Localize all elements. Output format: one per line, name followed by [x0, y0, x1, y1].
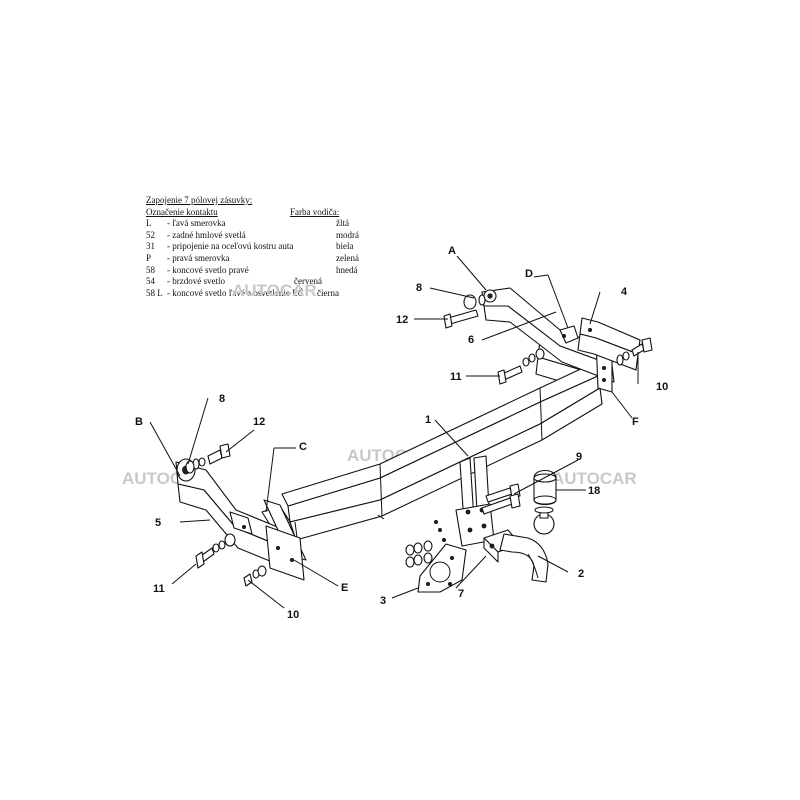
label-11-right: 11	[450, 371, 462, 383]
legend-color: biela	[336, 241, 354, 252]
legend-desc: - pripojenie na oceľovú kostru auta	[167, 241, 294, 252]
legend-color: červená	[294, 276, 322, 287]
legend-code: 58	[146, 264, 155, 275]
label-9: 9	[576, 451, 582, 463]
label-a: A	[448, 245, 456, 257]
label-b: B	[135, 416, 143, 428]
legend-code: 31	[146, 241, 155, 252]
legend-row: 54 - brzdové svetlo červená	[146, 276, 386, 288]
label-5: 5	[155, 517, 161, 529]
long-bolts	[481, 483, 521, 515]
legend-color: modrá	[336, 229, 359, 240]
label-4: 4	[621, 286, 628, 298]
label-c: C	[299, 441, 307, 453]
left-side-bracket	[175, 458, 307, 581]
tow-ball-assembly	[483, 506, 555, 583]
label-d: D	[525, 268, 533, 280]
label-3: 3	[380, 595, 386, 607]
label-e: E	[341, 582, 348, 594]
fasteners-center	[405, 520, 446, 568]
legend-row: L - ľavá smerovka žltá	[146, 218, 386, 230]
legend-row: 58 - koncové svetlo pravé hnedá	[146, 265, 386, 277]
legend-color: žltá	[336, 218, 349, 229]
label-8-right: 8	[416, 282, 422, 294]
legend-row: 31 - pripojenie na oceľovú kostru auta bie…	[146, 241, 386, 253]
label-10-right: 10	[656, 381, 668, 393]
label-f: F	[632, 416, 639, 428]
legend-code: 58 L	[146, 287, 163, 298]
legend-row: 52 - zadné hmlové svetlá modrá	[146, 230, 386, 242]
watermark-text: AUTOCAR	[232, 281, 317, 300]
label-7: 7	[458, 588, 464, 600]
label-11-left: 11	[153, 583, 165, 595]
label-12-right: 12	[396, 314, 408, 326]
label-6: 6	[468, 334, 474, 346]
legend-desc: - pravá smerovka	[167, 252, 230, 263]
label-10-left: 10	[287, 609, 299, 621]
fasteners-right-mid	[497, 348, 545, 385]
label-8-left: 8	[219, 393, 225, 405]
socket-plate	[417, 543, 467, 593]
legend-desc: - koncové svetlo ľavé a osvetlenie EČ	[167, 287, 304, 298]
legend-title: Zapojenie 7 pólovej zásuvky:	[146, 195, 253, 205]
legend-desc: - zadné hmlové svetlá	[167, 229, 246, 240]
label-1: 1	[425, 414, 431, 426]
label-18: 18	[588, 485, 600, 497]
legend-color: hnedá	[336, 264, 358, 275]
label-12-left: 12	[253, 416, 265, 428]
legend-row: P - pravá smerovka zelená	[146, 253, 386, 265]
legend-color: čierna	[317, 287, 339, 298]
fasteners-left-bottom	[195, 533, 236, 569]
fasteners-right-top	[443, 294, 486, 329]
leader-lines	[149, 255, 639, 609]
label-2: 2	[578, 568, 584, 580]
ball-cap	[533, 469, 557, 506]
legend-desc: - ľavá smerovka	[167, 218, 226, 229]
wiring-legend: Zapojenie 7 pólovej zásuvky: Označenie k…	[146, 195, 386, 299]
fasteners-left-lower	[243, 565, 267, 587]
legend-desc: - brzdové svetlo	[167, 276, 225, 287]
legend-row: 58 L - koncové svetlo ľavé a osvetlenie E…	[146, 288, 386, 300]
watermark-text: AUTOCAR	[552, 469, 637, 488]
legend-color: zelená	[336, 252, 359, 263]
legend-header-marking: Označenie kontaktu	[146, 206, 218, 217]
legend-code: P	[146, 252, 152, 263]
legend-code: 54	[146, 276, 155, 287]
legend-desc: - koncové svetlo pravé	[167, 264, 249, 275]
legend-code: 52	[146, 229, 155, 240]
legend-header-color: Farba vodiča:	[290, 206, 340, 217]
fasteners-right-end	[616, 337, 653, 366]
legend-code: L	[146, 218, 152, 229]
